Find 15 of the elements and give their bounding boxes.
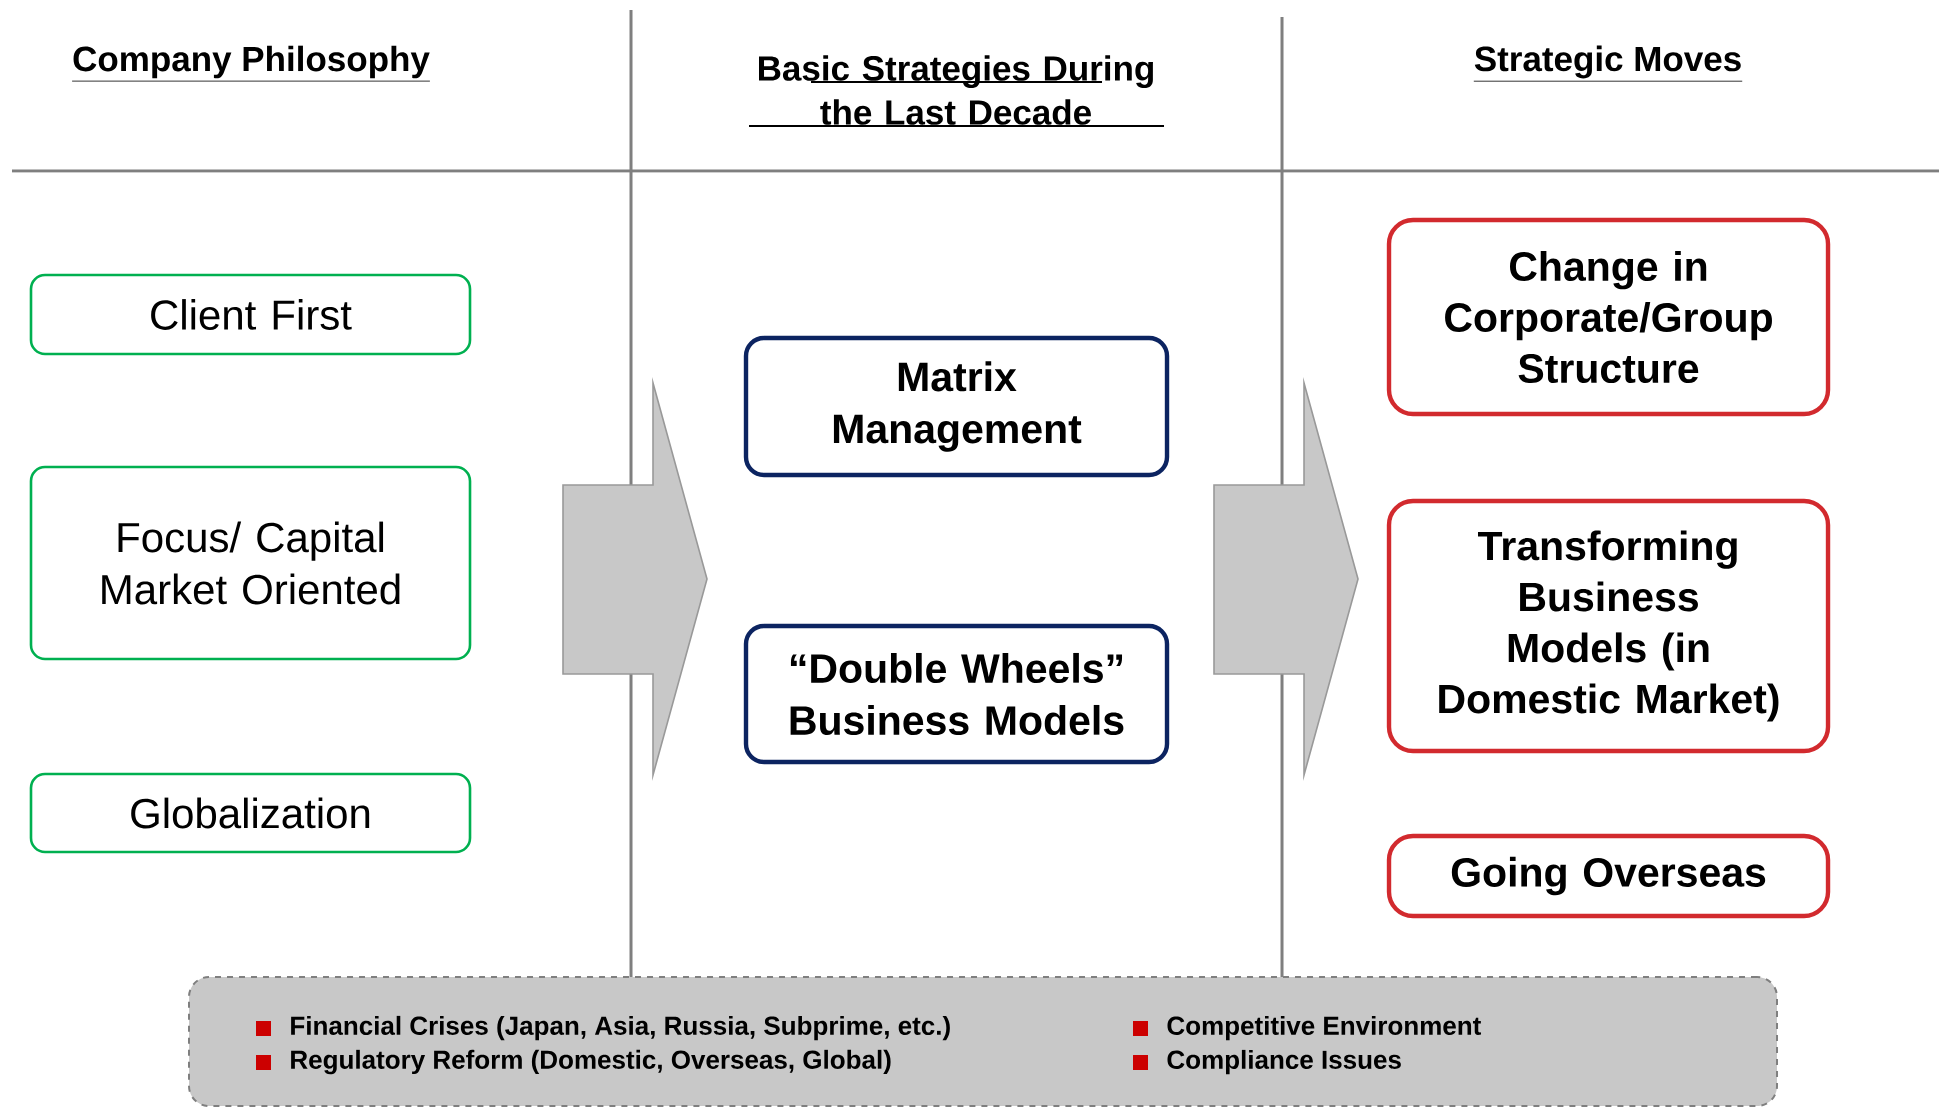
bullet-item: Compliance Issues [1133,1049,1401,1075]
strategy-box: Matrix Management [743,335,1170,478]
philosophy-box: Globalization [29,772,472,854]
bullet-item: Financial Crises (Japan, Asia, Russia, Subprime, etc.) [256,1015,950,1041]
strategic-move-box: Change in Corporate/Group Structure [1386,217,1831,417]
column-heading: Company Philosophy [71,45,431,82]
philosophy-box: Focus/ Capital Market Oriented [29,465,472,661]
strategic-move-box: Transforming Business Models (in Domestic Market) [1386,498,1831,754]
column-heading: Basic Strategies During the Last Decade [748,55,1165,127]
strategy-box: “Double Wheels” Business Models [743,623,1170,765]
philosophy-box: Client First [29,273,472,356]
column-heading: Strategic Moves [1473,45,1743,82]
bullet-item: Regulatory Reform (Domestic, Overseas, Global) [256,1049,891,1075]
strategic-move-box: Going Overseas [1386,833,1831,919]
bullet-item: Competitive Environment [1133,1015,1481,1041]
